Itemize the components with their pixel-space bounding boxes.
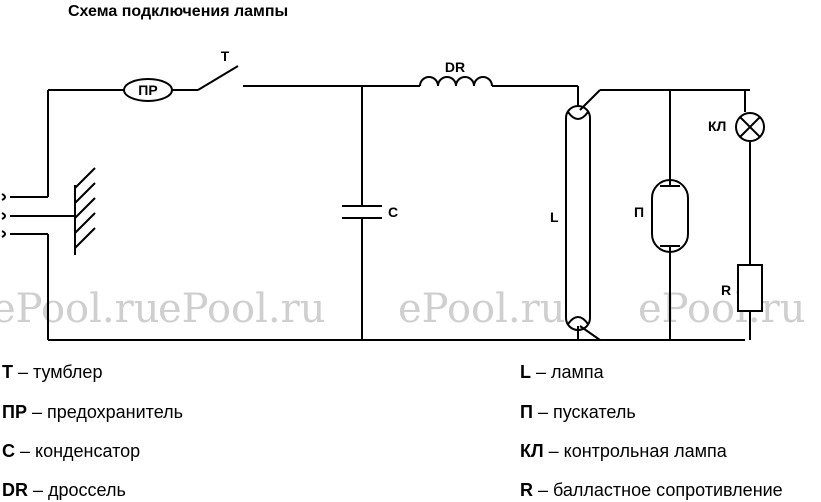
legend-item-resistor: R – балластное сопротивление <box>520 480 783 501</box>
control-lamp: КЛ <box>708 90 765 265</box>
legend-key: ПР <box>2 402 27 422</box>
legend-text: – дроссель <box>28 480 126 500</box>
choke-label: DR <box>445 59 465 75</box>
power-plug <box>1 90 75 340</box>
legend-key: DR <box>2 480 28 500</box>
legend-key: КЛ <box>520 441 544 461</box>
fuse-label: ПР <box>138 82 157 98</box>
capacitor: С <box>342 86 398 340</box>
capacitor-label: С <box>388 204 398 220</box>
legend-text: – контрольная лампа <box>543 441 727 461</box>
legend-text: – предохранитель <box>26 402 184 422</box>
legend-key: R <box>520 480 533 500</box>
legend-item-lamp: L – лампа <box>520 362 604 383</box>
choke-coil: DR <box>419 59 493 87</box>
resistor: R <box>721 264 763 340</box>
watermark-4: ePool.ru <box>638 286 806 332</box>
ground-symbol <box>74 167 96 255</box>
legend-item-starter: П – пускатель <box>520 402 636 423</box>
legend-text: – пускатель <box>532 402 636 422</box>
watermark-2: ePool.ru <box>158 286 326 332</box>
legend-item-capacitor: С – конденсатор <box>2 441 140 462</box>
watermark-3: ePool.ru <box>398 286 566 332</box>
legend-text: – лампа <box>531 362 604 382</box>
watermarks: ePool.ru ePool.ru ePool.ru ePool.ru <box>0 286 806 332</box>
lamp-label: L <box>550 209 559 225</box>
control-lamp-label: КЛ <box>708 118 726 134</box>
legend-key: Т <box>2 362 13 382</box>
starter-label: П <box>634 204 644 220</box>
legend-item-control-lamp: КЛ – контрольная лампа <box>520 441 727 462</box>
diagram-title: Схема подключения лампы <box>68 3 288 20</box>
legend-key: L <box>520 362 531 382</box>
legend-text: – балластное сопротивление <box>533 480 783 500</box>
legend-item-choke: DR – дроссель <box>2 480 126 501</box>
fuse: ПР <box>123 78 173 102</box>
legend-key: П <box>520 402 533 422</box>
legend-key: С <box>2 441 15 461</box>
resistor-label: R <box>721 282 731 298</box>
watermark-1: ePool.ru <box>0 286 160 332</box>
legend-text: – конденсатор <box>15 441 141 461</box>
switch: Т <box>197 48 239 91</box>
legend-item-fuse: ПР – предохранитель <box>2 402 183 423</box>
switch-label: Т <box>221 48 230 64</box>
legend-item-switch: Т – тумблер <box>2 362 102 383</box>
starter: П <box>634 90 689 340</box>
legend-text: – тумблер <box>13 362 103 382</box>
